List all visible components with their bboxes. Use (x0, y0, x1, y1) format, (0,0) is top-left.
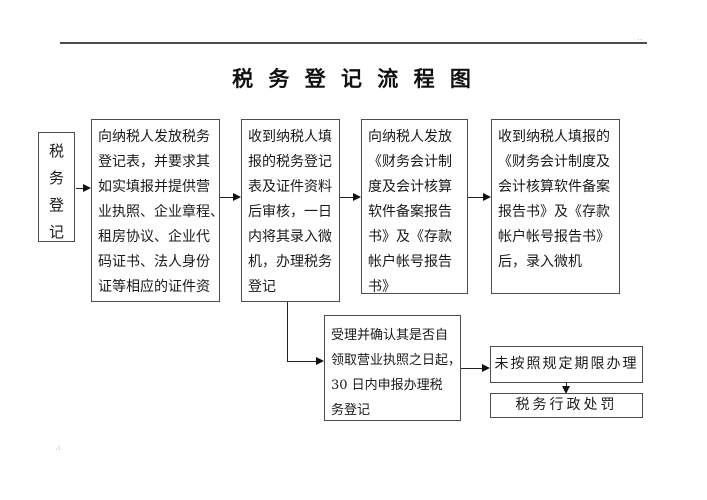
arrowhead-right-icon (316, 357, 324, 365)
connector-overdue-to-penalty (566, 383, 567, 387)
process-box-receive-account-report-books: 收到纳税人填报的 《财务会计制度及 会计核算软件备案 报告书》及《存款 帐户帐号… (491, 119, 620, 294)
connector-step2-down (287, 302, 288, 361)
arrowhead-right-icon (353, 193, 361, 201)
start-box-tax-registration: 税 务 登 记 (38, 132, 75, 242)
arrowhead-right-icon (83, 184, 91, 192)
page-title: 税 务 登 记 流 程 图 (232, 67, 475, 91)
connector-step2-to-step3 (340, 197, 354, 198)
process-box-issue-account-report-books: 向纳税人发放 《财务会计制 度及会计核算 软件备案报告 书》及《存款 帐户帐号报… (361, 119, 468, 294)
connector-accept-to-overdue (461, 368, 483, 369)
arrowhead-right-icon (483, 193, 491, 201)
connector-step3-to-step4 (468, 197, 484, 198)
connector-step2-to-accept (287, 361, 317, 362)
process-box-issue-registration-form: 向纳税人发放税务 登记表，并要求其 如实填报并提供营 业执照、企业章程、 租房协… (91, 119, 220, 302)
arrowhead-down-icon (562, 386, 570, 394)
connector-step1-to-step2 (220, 197, 234, 198)
process-box-penalty: 税务行政处罚 (490, 393, 643, 418)
arrowhead-right-icon (482, 364, 490, 372)
arrowhead-right-icon (233, 193, 241, 201)
top-rule-divider (60, 42, 647, 44)
connector-start-to-step1 (76, 188, 84, 189)
process-box-receive-registration-form: 收到纳税人填 报的税务登记 表及证件资料 后审核，一日 内将其录入微 机，办理税… (241, 119, 340, 302)
page-artifact-bottom-left: ·¹ (55, 445, 61, 454)
process-box-accept-confirm-deadline: 受理并确认其是否自 领取营业执照之日起， 30 日内申报办理税 务登记 (324, 315, 461, 421)
page-artifact-top-right: ‥ (637, 33, 643, 42)
process-box-overdue: 未按照规定期限办理 (490, 346, 643, 383)
